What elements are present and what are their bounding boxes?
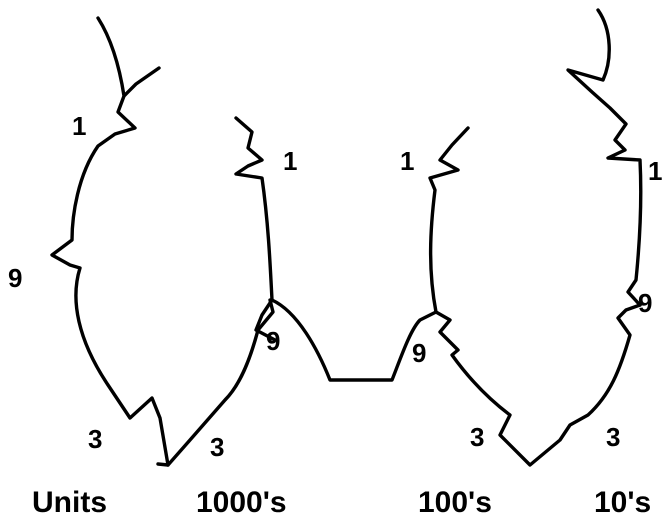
tens-cord [566,8,643,307]
tens-caption: 10's [594,486,651,519]
hundreds-middle-knot-label: 9 [412,338,426,368]
units-caption: Units [32,486,107,519]
thousands-middle-knot-label: 9 [266,326,280,356]
tens-top-knot-label: 1 [648,156,662,186]
thousands-top-knot-label: 1 [283,146,297,176]
units-top-knot-label: 1 [72,111,86,141]
hundreds-bottom-knot-label: 3 [470,422,484,452]
thousands-caption: 1000's [196,486,287,519]
units-middle-knot-label: 9 [8,263,22,293]
thousands-cord [234,116,438,382]
hundreds-caption: 100's [418,486,492,519]
thousands-bottom-knot-label: 3 [210,432,224,462]
hundreds-cord [428,126,642,467]
tens-bottom-knot-label: 3 [606,422,620,452]
units-end-thread [156,462,170,467]
tens-middle-knot-label: 9 [638,288,652,318]
units-cord [50,16,275,467]
units-bottom-knot-label: 3 [88,424,102,454]
hundreds-top-knot-label: 1 [400,146,414,176]
